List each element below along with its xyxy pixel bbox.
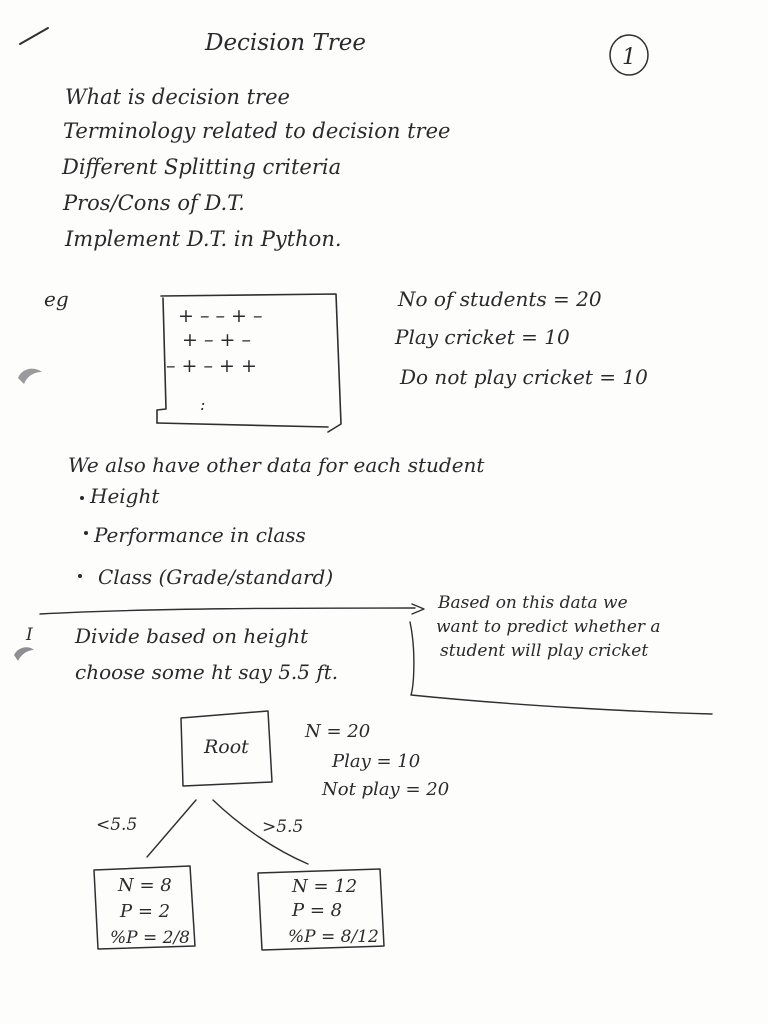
root-stat: Not play = 20 (321, 779, 449, 800)
leaf-stat: N = 8 (117, 875, 172, 896)
grid-extra-marks: : (200, 395, 205, 414)
agenda-item: What is decision tree (65, 85, 290, 109)
example-facts: No of students = 20 Play cricket = 10 Do… (394, 287, 648, 389)
split-line: Divide based on height (74, 624, 309, 648)
bullet-item: Performance in class (93, 523, 306, 547)
leaf-stat: %P = 8/12 (288, 927, 379, 947)
root-node-box (180, 710, 273, 787)
bullet-dot (84, 531, 88, 535)
split-description: Divide based on height choose some ht sa… (74, 624, 338, 684)
agenda-item: Terminology related to decision tree (63, 119, 450, 143)
fact-line: Play cricket = 10 (394, 325, 570, 349)
other-data-heading: We also have other data for each student (68, 453, 485, 477)
right-leaf-box (257, 868, 385, 951)
margin-mark: I (25, 625, 33, 645)
agenda-item: Pros/Cons of D.T. (62, 191, 245, 215)
margin-tick-mark (19, 27, 49, 45)
grid-box-bottom-border (156, 422, 329, 428)
left-leaf-box (93, 865, 196, 950)
agenda-list: What is decision tree Terminology relate… (61, 85, 450, 251)
grid-row: + – + – (182, 329, 251, 351)
page-title: Decision Tree (204, 30, 366, 56)
aim-note-line: want to predict whether a (436, 617, 661, 637)
decision-tree-diagram: Root N = 20 Play = 10 Not play = 20 <5.5… (93, 710, 449, 951)
root-stat: N = 20 (304, 721, 370, 742)
grid-box-left-border (156, 297, 167, 424)
student-grid: + – – + – + – + – – + – + + : (166, 305, 263, 414)
bullet-item: Height (89, 484, 160, 508)
leaf-stat: N = 12 (291, 876, 357, 897)
aim-note: Based on this data we want to predict wh… (436, 593, 661, 661)
example-label: eg (44, 287, 69, 311)
leaf-stat: %P = 2/8 (110, 928, 190, 948)
grid-box-right-border (160, 293, 342, 433)
agenda-item: Different Splitting criteria (61, 155, 341, 179)
bullet-dot (78, 574, 82, 578)
agenda-item: Implement D.T. in Python. (64, 227, 342, 251)
page-number-circle (609, 34, 649, 76)
right-branch-line (212, 799, 309, 865)
root-stat: Play = 10 (331, 751, 420, 772)
right-branch-label: >5.5 (262, 817, 303, 837)
leaf-stat: P = 2 (119, 901, 170, 922)
arrow-head (411, 603, 425, 615)
aim-note-bracket (409, 621, 713, 715)
fact-line: No of students = 20 (397, 287, 602, 311)
grid-row: + – – + – (178, 305, 263, 327)
section-divider-line (39, 607, 416, 615)
fact-line: Do not play cricket = 10 (399, 365, 648, 389)
left-leaf: N = 8 P = 2 %P = 2/8 (110, 875, 190, 948)
leaf-stat: P = 8 (291, 900, 342, 921)
root-node-label: Root (203, 736, 249, 758)
hole-punch-mark (18, 368, 42, 384)
root-stats: N = 20 Play = 10 Not play = 20 (304, 721, 449, 800)
bullet-dot (80, 496, 84, 500)
right-leaf: N = 12 P = 8 %P = 8/12 (288, 876, 379, 947)
feature-bullets: Height Performance in class Class (Grade… (78, 484, 333, 589)
split-line: choose some ht say 5.5 ft. (75, 660, 338, 684)
page-number: 1 (622, 45, 636, 70)
aim-note-line: Based on this data we (437, 593, 628, 613)
bullet-item: Class (Grade/standard) (98, 565, 333, 589)
hole-punch-mark (14, 647, 34, 661)
left-branch-line (146, 799, 197, 858)
left-branch-label: <5.5 (96, 815, 137, 835)
grid-row: – + – + + (166, 355, 257, 377)
aim-note-line: student will play cricket (440, 641, 648, 661)
